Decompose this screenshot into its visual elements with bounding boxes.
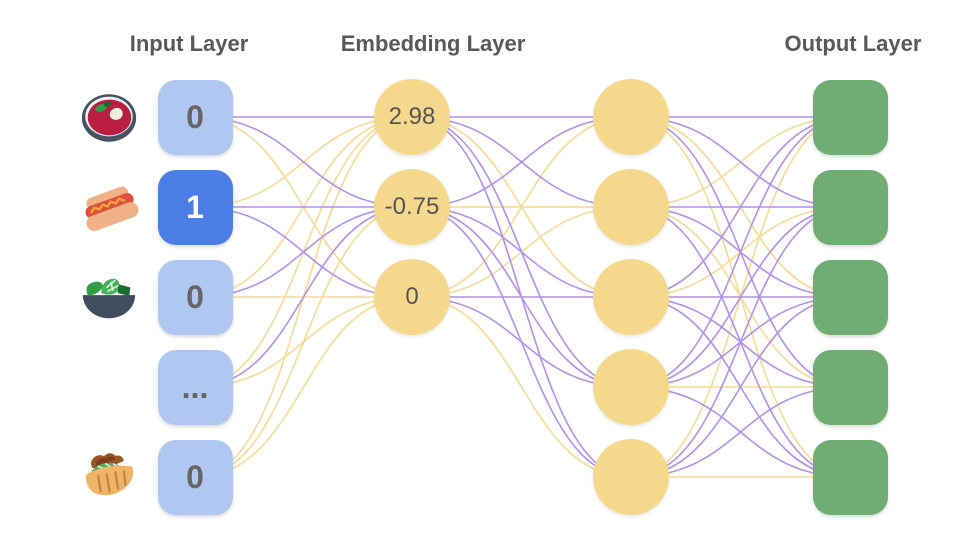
edge-embedding_to_hidden-2-0 — [411, 116, 632, 298]
input-layer-heading: Input Layer — [129, 31, 249, 56]
hidden-node-4 — [593, 439, 669, 515]
input-node-value: 0 — [186, 99, 204, 135]
input-node-value: 0 — [186, 279, 204, 315]
input-node-value: 1 — [186, 189, 204, 225]
input-node-1: 1 — [157, 169, 233, 245]
edge-input_to_embedding-4-1 — [194, 206, 413, 478]
output-node-2 — [812, 259, 888, 335]
input-node-2: 0 — [157, 259, 233, 335]
edge-hidden_to_output-2-0 — [630, 116, 851, 298]
input-node-value: 0 — [186, 459, 204, 495]
borscht-bowl-icon — [78, 86, 140, 148]
output-node-4 — [812, 439, 888, 515]
edge-embedding_to_hidden-2-4 — [411, 296, 632, 478]
embedding-node-1: -0.75 — [374, 169, 450, 245]
salad-bowl-icon — [78, 266, 140, 328]
hidden-node-0 — [593, 79, 669, 155]
edge-input_to_embedding-3-1 — [194, 206, 413, 388]
output-layer-heading: Output Layer — [784, 31, 922, 56]
output-node-3 — [812, 349, 888, 425]
output-node-1 — [812, 169, 888, 245]
embedding-node-value: 2.98 — [388, 103, 436, 130]
stuffed-flatbread-icon — [78, 446, 140, 508]
hot-dog-icon — [78, 176, 140, 238]
hidden-node-3 — [593, 349, 669, 425]
hidden-node-2 — [593, 259, 669, 335]
input-node-0: 0 — [157, 79, 233, 155]
embedding-node-0: 2.98 — [374, 79, 450, 155]
embedding-node-value: -0.75 — [384, 193, 440, 220]
output-node-0 — [812, 79, 888, 155]
edge-hidden_to_output-4-2 — [630, 296, 851, 478]
hidden-node-1 — [593, 169, 669, 245]
edge-input_to_embedding-4-2 — [194, 296, 413, 478]
edge-hidden_to_output-3-0 — [630, 116, 851, 388]
input-node-value: ... — [181, 369, 209, 405]
embedding-node-2: 0 — [374, 259, 450, 335]
edge-hidden_to_output-3-1 — [630, 206, 851, 388]
embedding-node-value: 0 — [405, 283, 419, 310]
input-node-3: ... — [157, 349, 233, 425]
embedding-layer-heading: Embedding Layer — [340, 31, 526, 56]
input-node-4: 0 — [157, 439, 233, 515]
edge-hidden_to_output-4-1 — [630, 206, 851, 478]
